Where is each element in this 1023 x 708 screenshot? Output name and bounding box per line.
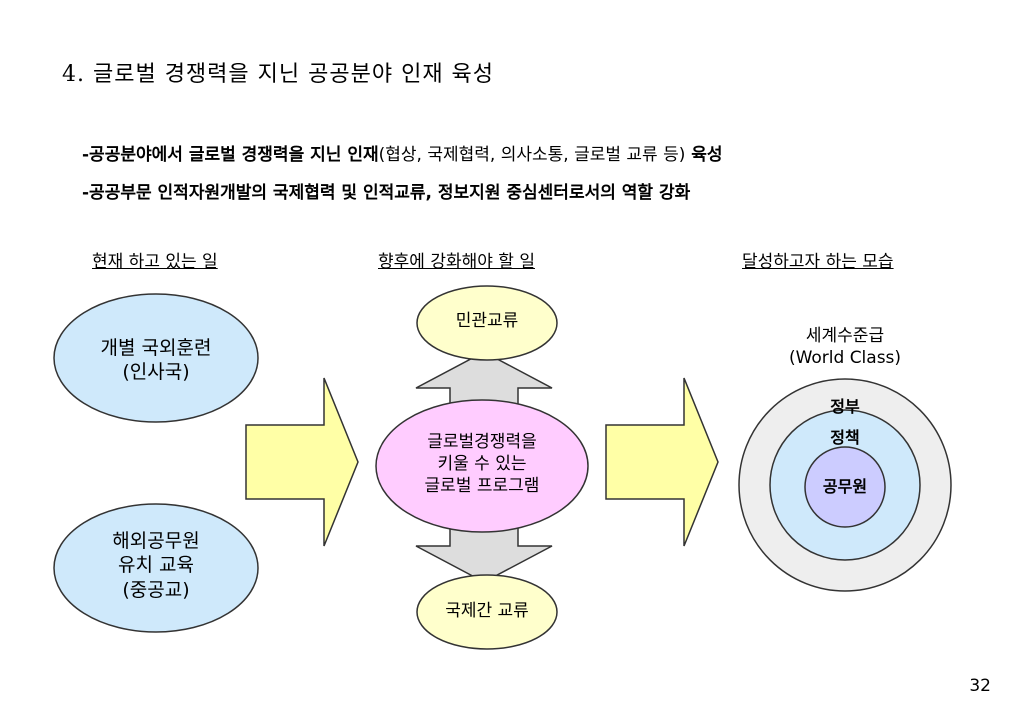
ring-public-officials	[804, 446, 886, 528]
ellipse-global-program	[375, 399, 589, 533]
arrow-right-2	[605, 377, 719, 547]
label-global-program-line2: 키울 수 있는	[437, 453, 527, 474]
label-global-program-line3: 글로벌 프로그램	[424, 475, 540, 496]
page-title: 4. 글로벌 경쟁력을 지닌 공공분야 인재 육성	[62, 62, 495, 87]
ellipse-public-private-exchange	[416, 285, 558, 361]
label-global-program: 글로벌경쟁력을 키울 수 있는 글로벌 프로그램	[382, 432, 582, 497]
label-foreign-line1: 해외공무원	[112, 530, 200, 552]
ellipse-overseas-training	[53, 293, 259, 423]
label-foreign-line3: (중공교)	[122, 578, 190, 601]
column-heading-future: 향후에 강화해야 할 일	[378, 252, 535, 272]
label-world-class: 세계수준급 (World Class)	[755, 326, 935, 370]
label-public-private-exchange: 민관교류	[455, 311, 519, 331]
label-ring-policy: 정책	[830, 428, 860, 447]
bullet-2: -공공부문 인적자원개발의 국제협력 및 인적교류, 정보지원 중심센터로서의 …	[82, 183, 691, 203]
bullet-1: -공공분야에서 글로벌 경쟁력을 지닌 인재(협상, 국제협력, 의사소통, 글…	[82, 140, 723, 165]
label-overseas-training-line1: 개별 국외훈련	[100, 337, 212, 359]
bullet-1-tail: 육성	[685, 145, 723, 165]
label-ring-public-officials: 공무원	[822, 477, 868, 496]
bullet-1-paren: (협상, 국제협력, 의사소통, 글로벌 교류 등)	[378, 145, 686, 165]
page-number: 32	[969, 676, 991, 696]
label-overseas-training: 개별 국외훈련 (인사국)	[56, 336, 256, 385]
label-overseas-training-line2: (인사국)	[122, 361, 190, 384]
label-world-class-line2: (World Class)	[788, 347, 902, 368]
label-ring-government: 정부	[830, 397, 860, 416]
ellipse-international-exchange	[416, 574, 558, 650]
label-foreign-official-education: 해외공무원 유치 교육 (중공교)	[56, 529, 256, 602]
label-global-program-line1: 글로벌경쟁력을	[427, 432, 537, 452]
arrow-right-1	[245, 377, 359, 547]
column-heading-current: 현재 하고 있는 일	[92, 252, 218, 272]
bullet-1-lead: -공공분야에서 글로벌 경쟁력을 지닌 인재	[82, 145, 379, 165]
column-heading-goal: 달성하고자 하는 모습	[742, 252, 894, 272]
label-foreign-line2: 유치 교육	[118, 554, 194, 577]
ellipse-foreign-official-education	[53, 503, 259, 633]
label-international-exchange: 국제간 교류	[445, 601, 529, 621]
label-world-class-line1: 세계수준급	[805, 326, 885, 346]
